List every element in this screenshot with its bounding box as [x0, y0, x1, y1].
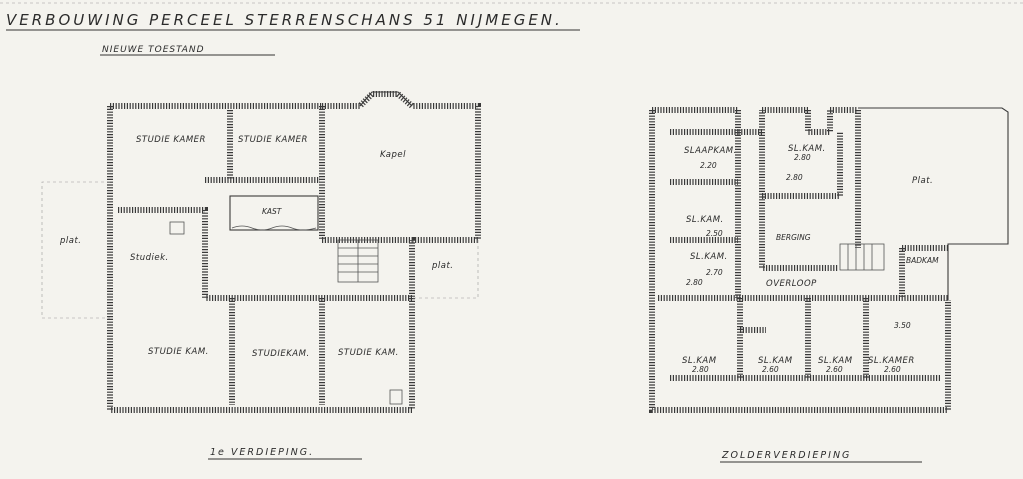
at-room-sl-kam-top: SL.KAM. — [788, 144, 826, 154]
ff-plat-left-outline — [41, 181, 110, 319]
ff-room-studie-kam-1: STUDIE KAM. — [148, 347, 209, 357]
at-height-h8: 2.80 — [692, 365, 709, 374]
at-height-h4: 2.50 — [706, 229, 723, 238]
ff-caption: 1e VERDIEPING. — [210, 447, 314, 458]
ff-room-plat-right: plat. — [431, 261, 454, 271]
at-dormers — [735, 110, 833, 135]
at-height-h2: 2.80 — [794, 153, 811, 162]
ff-room-studie-kam-3: STUDIE KAM. — [338, 348, 399, 358]
at-room-sl-kam-b1: SL.KAM — [682, 356, 717, 366]
at-wall-b — [670, 132, 838, 271]
at-height-h5: 2.70 — [706, 268, 723, 277]
ff-plat-right-outline — [412, 240, 479, 299]
at-outer-walls — [649, 107, 951, 413]
at-height-h7: 3.50 — [894, 321, 911, 330]
ff-room-studiekam: STUDIEKAM. — [252, 349, 310, 359]
ff-wall-e — [322, 237, 415, 298]
at-height-h11: 2.60 — [884, 365, 901, 374]
drawing-subtitle: NIEUWE TOESTAND — [102, 45, 205, 55]
drawing-title: VERBOUWING PERCEEL STERRENSCHANS 51 NIJM… — [6, 11, 563, 29]
at-room-slaapkamer: SLAAPKAM. — [684, 146, 737, 156]
at-room-overloop: OVERLOOP — [766, 279, 817, 289]
ff-wall-d — [229, 298, 325, 405]
at-plat-outline — [858, 107, 1009, 300]
at-caption: ZOLDERVERDIEPING — [721, 450, 851, 461]
at-height-h6: 2.80 — [686, 278, 703, 287]
ff-fixture-1 — [169, 221, 185, 235]
ff-outer-wall-right — [319, 91, 481, 243]
ff-staircase — [337, 239, 379, 283]
at-room-plat: Plat. — [912, 176, 933, 186]
ff-room-kapel: Kapel — [380, 150, 406, 160]
at-height-h1: 2.20 — [700, 161, 717, 170]
at-room-sl-kam-left: SL.KAM. — [686, 215, 724, 225]
ff-kast-curtain — [231, 225, 317, 231]
ff-room-studie-kamer-1: STUDIE KAMER — [136, 135, 206, 145]
at-room-berging: BERGING — [776, 233, 811, 242]
at-room-badkamer: BADKAM — [906, 256, 939, 265]
ff-fixture-2 — [389, 389, 403, 405]
ff-outer-wall-left-bottom — [107, 103, 415, 413]
at-room-sl-kamer-b4: SL.KAMER — [868, 356, 915, 366]
ff-room-studiek: Studiek. — [130, 253, 169, 263]
at-wall-i — [899, 245, 948, 298]
at-wall-f — [737, 298, 869, 378]
at-height-h9: 2.60 — [762, 365, 779, 374]
at-room-sl-kam-mid: SL.KAM. — [690, 252, 728, 262]
at-staircase — [839, 243, 885, 271]
first-floor-plan: STUDIE KAMER STUDIE KAMER Kapel KAST Stu… — [41, 91, 481, 460]
ff-kast-outline — [229, 195, 319, 231]
at-room-sl-kam-b3: SL.KAM — [818, 356, 853, 366]
at-wall-c — [762, 132, 843, 199]
at-room-sl-kam-b2: SL.KAM — [758, 356, 793, 366]
at-wall-a — [670, 129, 741, 298]
ff-room-plat-left: plat. — [59, 236, 82, 246]
ff-room-studie-kamer-2: STUDIE KAMER — [238, 135, 308, 145]
attic-plan: SLAAPKAM. 2.20 SL.KAM. 2.80 2.80 Plat. S… — [649, 107, 1009, 463]
at-height-h10: 2.60 — [826, 365, 843, 374]
ff-room-kast: KAST — [262, 207, 283, 216]
ff-bay-window — [359, 91, 413, 107]
at-height-h3: 2.80 — [786, 173, 803, 182]
